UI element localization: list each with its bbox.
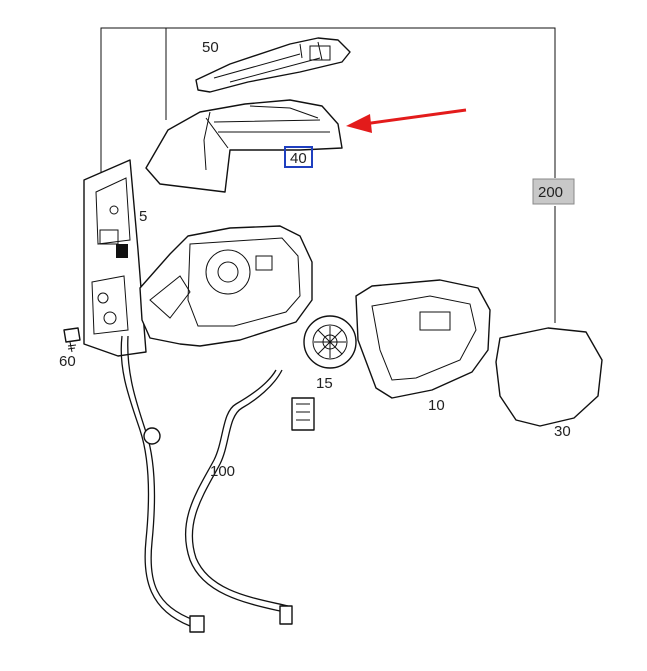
turn-signal-light[interactable]: [195, 37, 351, 93]
mirror-adjustment-motor[interactable]: [303, 315, 357, 369]
mirror-housing-cover[interactable]: [145, 99, 343, 193]
bracket-lines: [100, 27, 556, 323]
callout-15: 15: [316, 375, 333, 392]
mounting-screw[interactable]: [63, 327, 81, 353]
callout-100: 100: [210, 463, 235, 480]
callout-10: 10: [428, 397, 445, 414]
callout-200: 200: [538, 184, 563, 201]
callout-5: 5: [139, 208, 147, 225]
highlight-box-40: [284, 146, 313, 168]
mirror-shell[interactable]: [139, 225, 313, 347]
callout-50: 50: [202, 39, 219, 56]
highlight-arrow: [346, 108, 467, 133]
callout-badge-200: [532, 178, 575, 205]
callout-30: 30: [554, 423, 571, 440]
mirror-glass[interactable]: [495, 327, 603, 427]
wiring-harness[interactable]: [120, 335, 315, 633]
mirror-glass-frame[interactable]: [355, 279, 491, 399]
callout-40: 40: [290, 150, 307, 167]
mirror-mounting-base[interactable]: [83, 159, 147, 357]
callout-60: 60: [59, 353, 76, 370]
